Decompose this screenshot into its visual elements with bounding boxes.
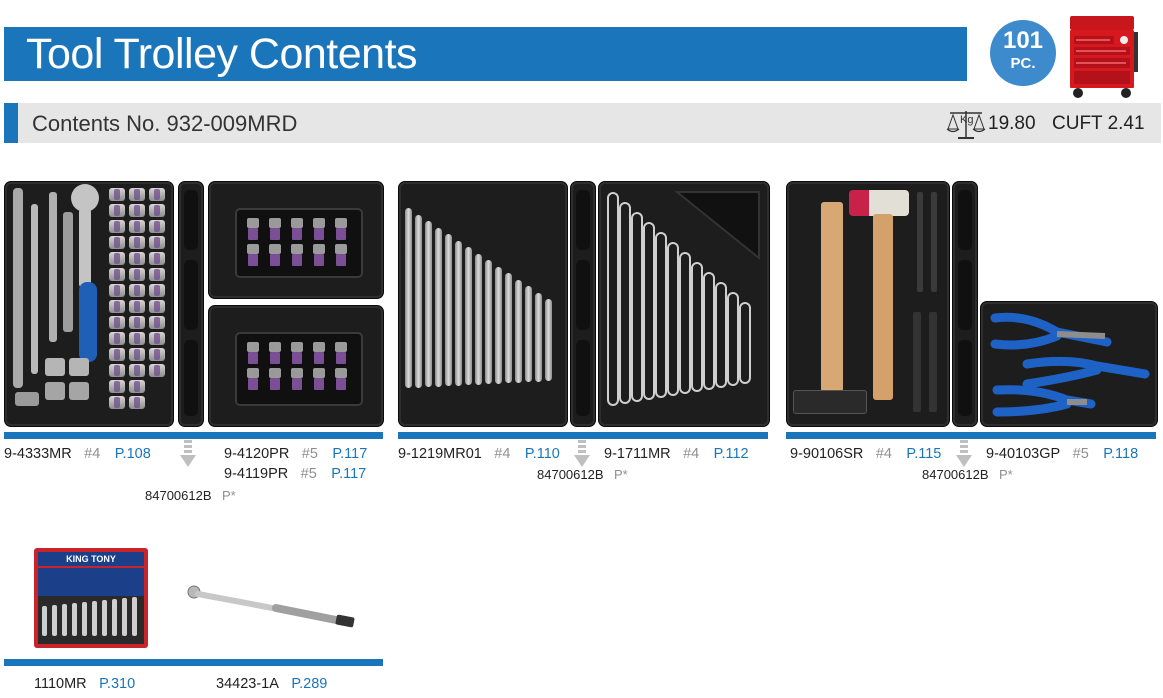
part-note: P* <box>613 467 628 482</box>
page-title: Tool Trolley Contents <box>26 30 418 78</box>
tray-offset-ring-wrenches <box>598 181 770 427</box>
item-code: 34423-1A <box>216 676 279 692</box>
group-3-part-number: 84700612B P* <box>922 466 1013 484</box>
group-1-part-number: 84700612B P* <box>145 487 236 505</box>
item-page-link[interactable]: P.310 <box>99 676 136 692</box>
weight-unit-label: Kg <box>960 114 973 126</box>
tray-socket-set <box>4 181 174 427</box>
down-arrow-icon <box>574 440 590 467</box>
piece-count-unit: PC. <box>1010 55 1036 72</box>
tray-bit-sockets-upper <box>208 181 384 299</box>
part-number: 84700612B <box>922 467 989 482</box>
tray-side-rail-3 <box>952 181 978 427</box>
item-page-link[interactable]: P.289 <box>291 676 328 692</box>
title-bar: Tool Trolley Contents <box>4 27 967 81</box>
item-code: 9-1219MR01 <box>398 446 482 462</box>
socket-grid <box>109 188 169 418</box>
part-number: 84700612B <box>145 488 212 503</box>
item-code: 9-4119PR <box>224 466 289 482</box>
item-row-1110mr: 1110MR P.310 <box>34 675 135 693</box>
item-code: 9-4333MR <box>4 446 72 462</box>
king-tony-logo: KING TONY <box>38 552 144 566</box>
item-code: 1110MR <box>34 676 87 692</box>
torque-wrench-image <box>187 585 355 628</box>
tool-trolley-image <box>1070 16 1138 98</box>
item-code: 9-4120PR <box>224 446 290 462</box>
item-row-9-1711mr: 9-1711MR #4 P.112 <box>604 445 749 463</box>
weight-value: 19.80 <box>988 113 1036 134</box>
piece-count-number: 101 <box>1002 27 1044 54</box>
group-2-part-number: 84700612B P* <box>537 466 628 484</box>
item-page-link[interactable]: P.108 <box>114 446 151 462</box>
contents-number: Contents No. 932-009MRD <box>32 111 298 136</box>
weight-scale-icon: Kg <box>946 111 986 139</box>
item-row-9-90106sr: 9-90106SR #4 P.115 <box>790 445 941 463</box>
item-code: 9-1711MR <box>604 446 671 462</box>
item-row-9-1219mr01: 9-1219MR01 #4 P.110 <box>398 445 560 463</box>
group-1-divider <box>4 432 383 439</box>
contents-bar: Contents No. 932-009MRD Kg 19.80 CUFT 2.… <box>4 103 1161 143</box>
part-number: 84700612B <box>537 467 604 482</box>
item-row-9-4333mr: 9-4333MR #4 P.108 <box>4 445 151 463</box>
item-page-link[interactable]: P.112 <box>713 446 749 462</box>
wrench-set-pouch-image: KING TONY <box>34 548 148 648</box>
contents-bar-accent <box>4 103 18 143</box>
tray-combination-wrenches <box>398 181 568 427</box>
down-arrow-icon <box>956 440 972 467</box>
item-page-link[interactable]: P.118 <box>1103 446 1139 462</box>
item-row-9-40103gp: 9-40103GP #5 P.118 <box>986 445 1138 463</box>
item-qty: #5 <box>301 446 318 462</box>
item-qty: #4 <box>875 446 892 462</box>
item-code: 9-90106SR <box>790 446 864 462</box>
group-2-divider <box>398 432 768 439</box>
item-qty: #5 <box>300 466 317 482</box>
item-qty: #5 <box>1072 446 1089 462</box>
item-row-34423-1a: 34423-1A P.289 <box>216 675 327 693</box>
tray-bit-sockets-lower <box>208 305 384 427</box>
down-arrow-icon <box>180 440 196 467</box>
item-page-link[interactable]: P.117 <box>332 446 368 462</box>
part-note: P* <box>221 488 236 503</box>
piece-count-badge: 101 PC. <box>990 20 1056 86</box>
item-row-9-4120pr: 9-4120PR #5 P.117 <box>224 445 367 463</box>
group-3-divider <box>786 432 1156 439</box>
volume-value: CUFT 2.41 <box>1052 113 1145 134</box>
item-page-link[interactable]: P.110 <box>524 446 560 462</box>
tray-pliers <box>980 301 1158 427</box>
item-row-9-4119pr: 9-4119PR #5 P.117 <box>224 465 366 483</box>
tray-side-rail-2 <box>570 181 596 427</box>
part-note: P* <box>998 467 1013 482</box>
tray-side-rail-1 <box>178 181 204 427</box>
item-qty: #4 <box>84 446 101 462</box>
item-page-link[interactable]: P.115 <box>906 446 942 462</box>
item-qty: #4 <box>683 446 700 462</box>
extras-divider <box>4 659 383 666</box>
tray-hammers-punches <box>786 181 950 427</box>
item-page-link[interactable]: P.117 <box>331 466 367 482</box>
item-code: 9-40103GP <box>986 446 1061 462</box>
item-qty: #4 <box>494 446 511 462</box>
